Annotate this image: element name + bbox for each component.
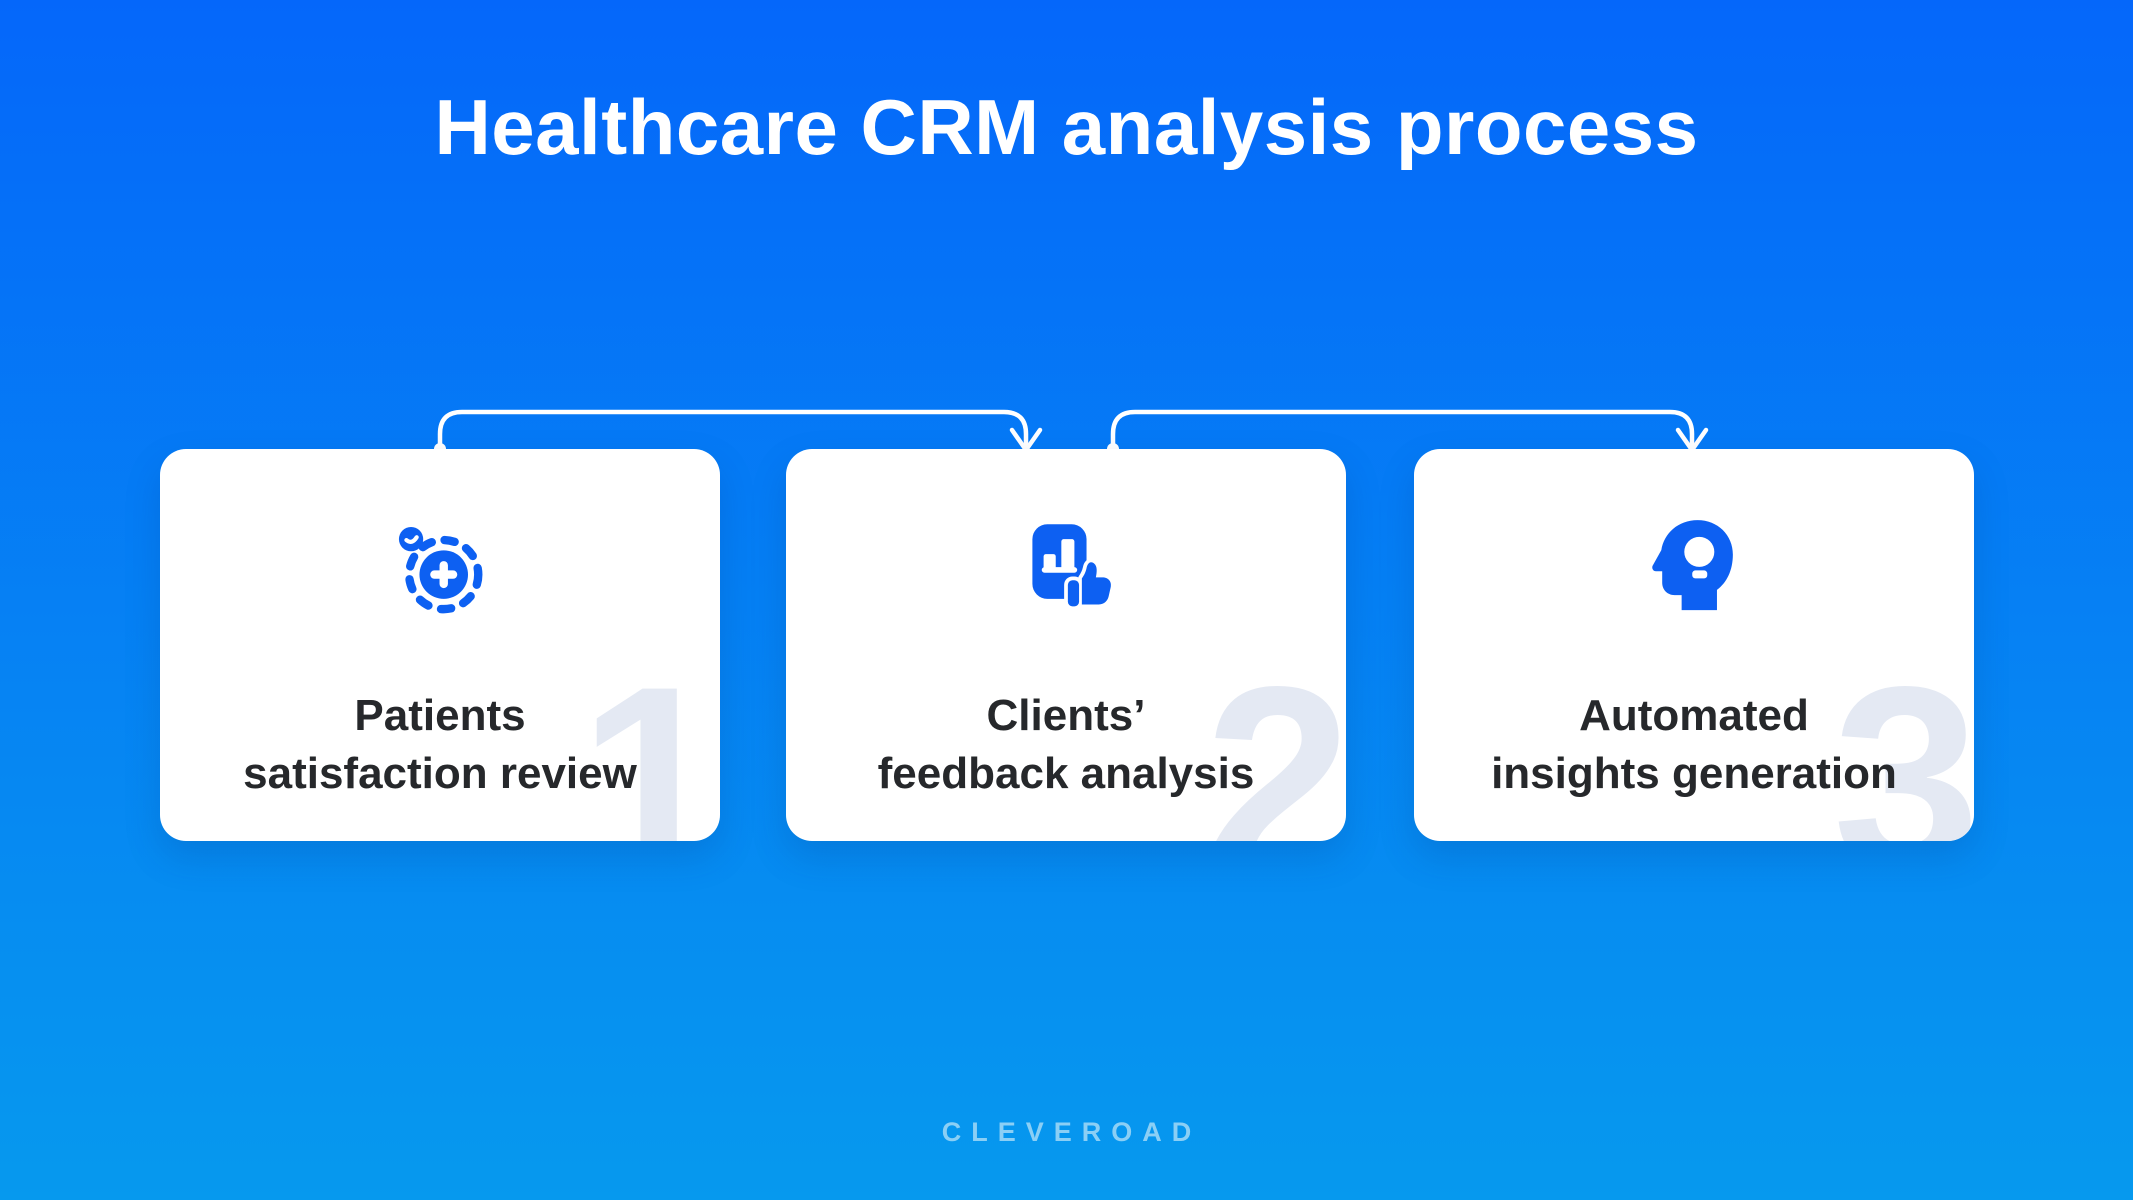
brand-logo: CLEVEROAD [941,1117,1202,1147]
step-title-line1: Clients’ [986,691,1146,740]
step-card-1: Patients satisfaction review 1 [160,449,720,841]
page-title: Healthcare CRM analysis process [434,83,1699,171]
step-number: 1 [578,632,720,842]
feedback-analysis-icon [786,513,1346,625]
step-number: 2 [1204,632,1346,842]
step-title-line1: Patients [354,691,526,740]
head-lightbulb-icon [1652,520,1733,611]
step-title: Patients satisfaction review [160,687,720,803]
step-title-line1: Automated [1579,691,1809,740]
step-title-line2: satisfaction review [243,749,637,799]
medical-cross-stethoscope-icon [398,527,483,614]
step-title: Automated insights generation [1414,687,1974,803]
patients-satisfaction-icon [160,513,720,625]
chart-report-thumbs-up-icon [1032,524,1115,611]
step-card-3: Automated insights generation 3 [1414,449,1974,841]
step-card-2: Clients’ feedback analysis 2 [786,449,1346,841]
step-title-line2: feedback analysis [877,749,1255,799]
step-title: Clients’ feedback analysis [786,687,1346,803]
insights-generation-icon [1414,513,1974,619]
step-title-line2: insights generation [1491,749,1897,799]
step-number: 3 [1832,632,1974,842]
